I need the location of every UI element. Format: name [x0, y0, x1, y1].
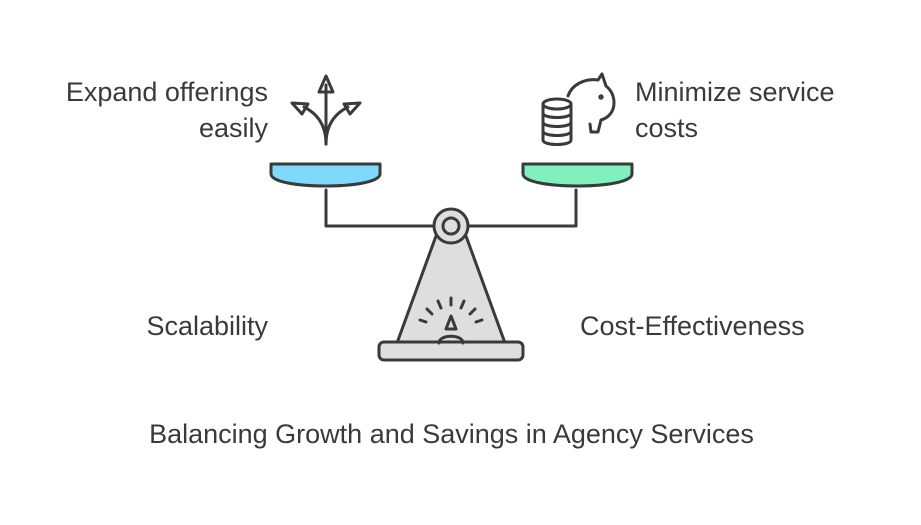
scale-stand [395, 234, 507, 345]
left-benefit-line-1: Expand offerings [65, 77, 268, 107]
left-benefit-label: Expand offerings easily [0, 74, 268, 146]
left-benefit-line-2: easily [198, 113, 268, 143]
branching-arrows-icon [290, 74, 362, 146]
scale-pivot-inner [441, 216, 461, 236]
diagram-caption: Balancing Growth and Savings in Agency S… [149, 419, 754, 449]
right-benefit-line-2: costs [635, 113, 699, 143]
right-pan [521, 162, 634, 188]
right-benefit-line-1: Minimize service [635, 77, 835, 107]
scale-foot [377, 340, 525, 362]
left-category-label: Scalability [146, 311, 268, 341]
left-pan [269, 162, 382, 188]
piggy-bank-coins-icon [541, 72, 616, 146]
right-category-label: Cost-Effectiveness [580, 311, 805, 341]
gauge-icon [418, 296, 484, 345]
right-benefit-label: Minimize service costs [635, 74, 835, 146]
